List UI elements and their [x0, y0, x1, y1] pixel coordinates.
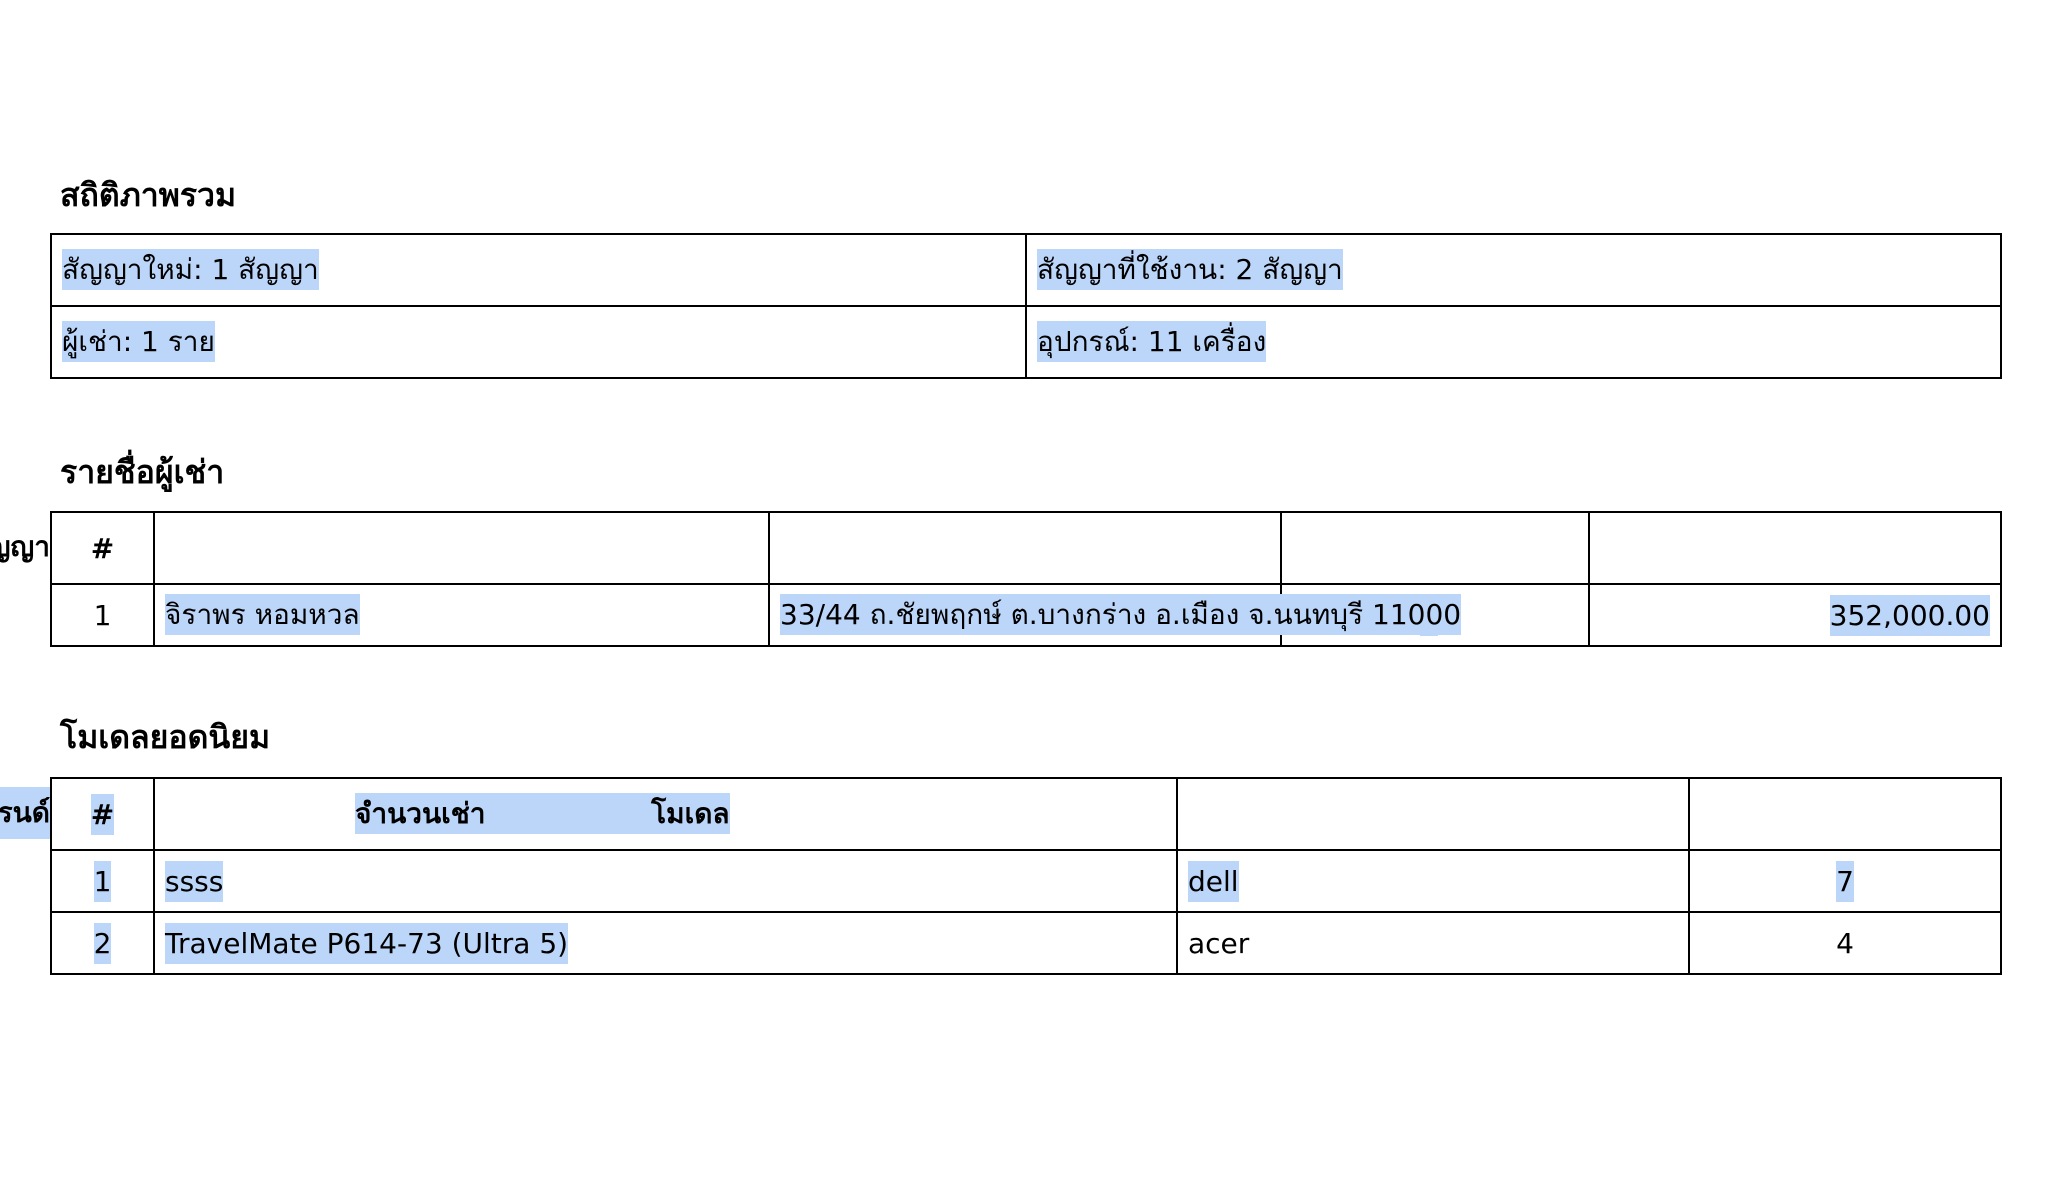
new-contracts-text[interactable]: สัญญาใหม่: 1 สัญญา: [62, 249, 319, 290]
models-row-2-model[interactable]: TravelMate P614-73 (Ultra 5): [165, 922, 569, 964]
models-row-1-brand[interactable]: dell: [1188, 860, 1239, 902]
tenant-row-number: 1: [50, 583, 155, 647]
tenant-row-address-cell: 33/44 ถ.ชัยพฤกษ์ ต.บางกร่าง อ.เมือง จ.นน…: [768, 583, 1462, 647]
models-header-number: #: [90, 793, 115, 835]
tenant-row-name-cell: จิราพร หอมหวล: [153, 583, 770, 647]
popular-models-heading: โมเดลยอดนิยม: [60, 718, 271, 756]
models-row-1-model-cell: ssss: [153, 849, 1178, 913]
models-overflow-clip: รนด์: [0, 777, 50, 849]
models-row-1-model[interactable]: ssss: [165, 860, 224, 902]
tenant-header-name: [153, 511, 770, 585]
table-row: 1 จิราพร หอมหวล 33/44 ถ.ชัยพฤกษ์ ต.บางกร…: [50, 583, 2002, 647]
models-header-merged-cell: จำนวนเช่า โมเดล: [153, 777, 1178, 851]
models-row-2-model-cell: TravelMate P614-73 (Ultra 5): [153, 911, 1178, 975]
models-overflow-header: รนด์: [0, 787, 50, 839]
tenant-header-contracts: [1280, 511, 1590, 585]
models-row-1-count-cell: 7: [1688, 849, 2002, 913]
tenant-row-name[interactable]: จิราพร หอมหวล: [165, 594, 360, 635]
tenant-header-amount: [1588, 511, 2002, 585]
models-row-1-count[interactable]: 7: [1836, 860, 1854, 902]
tenant-row-amount[interactable]: 352,000.00: [1829, 594, 1990, 636]
active-contracts-text[interactable]: สัญญาที่ใช้งาน: 2 สัญญา: [1037, 249, 1343, 290]
table-row: 1 ssss dell 7: [50, 849, 2002, 913]
devices-text[interactable]: อุปกรณ์: 11 เครื่อง: [1037, 321, 1267, 362]
models-header-number-cell: #: [50, 777, 155, 851]
tenants-text[interactable]: ผู้เช่า: 1 ราย: [62, 321, 215, 362]
summary-cell-devices: อุปกรณ์: 11 เครื่อง: [1025, 305, 2002, 379]
models-header-brand: [1176, 777, 1690, 851]
models-row-1-brand-cell: dell: [1176, 849, 1690, 913]
tenant-overflow-header: ญญา: [0, 530, 50, 563]
models-row-1-number[interactable]: 1: [93, 860, 112, 902]
models-header-count: [1688, 777, 2002, 851]
summary-cell-new-contracts: สัญญาใหม่: 1 สัญญา: [50, 233, 1027, 307]
summary-table: สัญญาใหม่: 1 สัญญา สัญญาที่ใช้งาน: 2 สัญ…: [50, 233, 2002, 379]
models-table: # จำนวนเช่า โมเดล 1 ssss dell 7: [50, 777, 2002, 975]
tenant-header-address: [768, 511, 1282, 585]
models-row-2-number[interactable]: 2: [93, 922, 112, 964]
tenant-overflow-clip: ญญา: [0, 511, 50, 583]
models-row-1-number-cell: 1: [50, 849, 155, 913]
tenant-header-row: #: [50, 511, 2002, 585]
models-header-merged: จำนวนเช่า โมเดล: [355, 793, 730, 834]
models-row-2-brand: acer: [1176, 911, 1690, 975]
summary-cell-tenants: ผู้เช่า: 1 ราย: [50, 305, 1027, 379]
models-row-2-number-cell: 2: [50, 911, 155, 975]
tenant-header-number: #: [50, 511, 155, 585]
models-header-row: # จำนวนเช่า โมเดล: [50, 777, 2002, 851]
models-row-2-count: 4: [1688, 911, 2002, 975]
tenant-row-amount-cell: 352,000.00: [1588, 583, 2002, 647]
summary-cell-active-contracts: สัญญาที่ใช้งาน: 2 สัญญา: [1025, 233, 2002, 307]
summary-heading: สถิติภาพรวม: [60, 176, 237, 214]
tenant-row-address[interactable]: 33/44 ถ.ชัยพฤกษ์ ต.บางกร่าง อ.เมือง จ.นน…: [780, 594, 1462, 635]
table-row: 2 TravelMate P614-73 (Ultra 5) acer 4: [50, 911, 2002, 975]
tenant-table: # 1 จิราพร หอมหวล 33/44 ถ.ชัยพฤกษ์ ต.บาง…: [50, 511, 2002, 647]
tenant-list-heading: รายชื่อผู้เช่า: [60, 453, 225, 491]
